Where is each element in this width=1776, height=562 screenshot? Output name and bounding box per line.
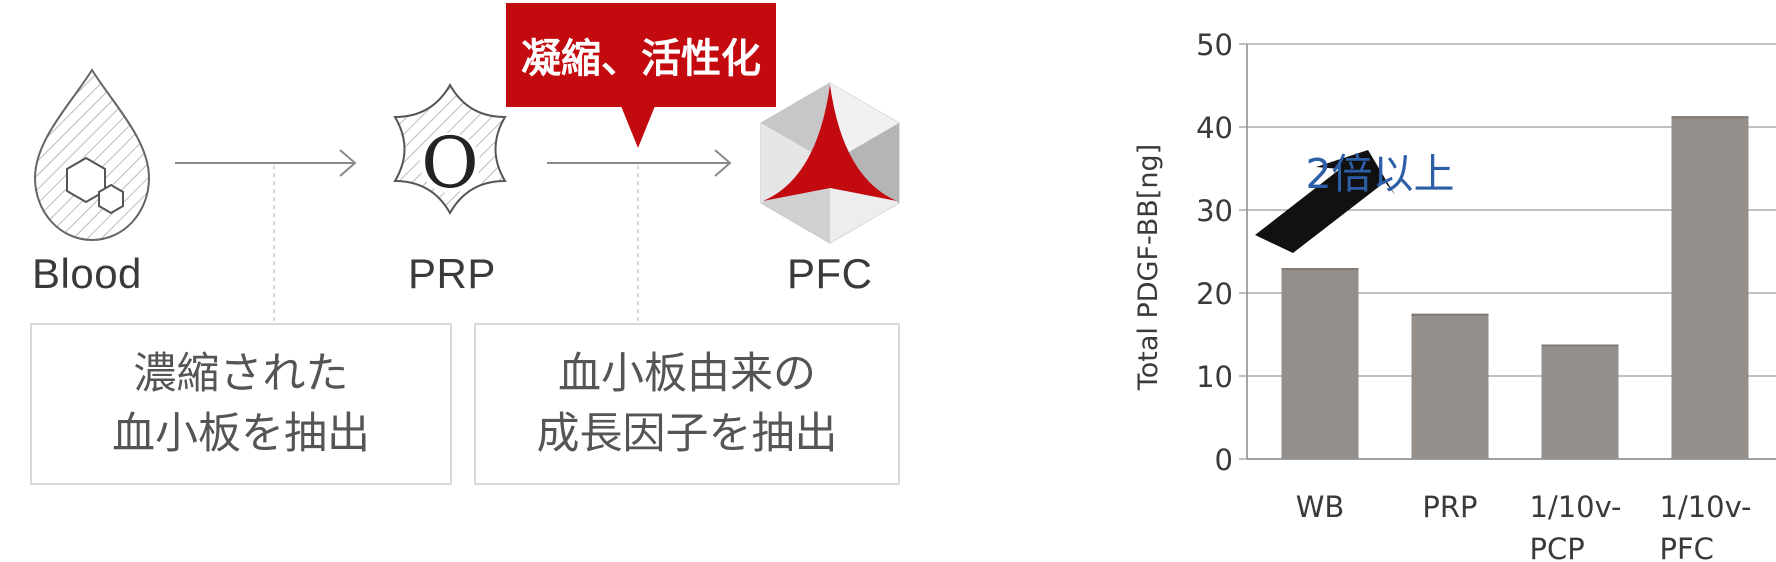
x-tick-label: PRP	[1422, 490, 1477, 524]
x-tick-label: 1/10v-	[1660, 490, 1752, 524]
bar	[1411, 313, 1489, 459]
bar	[1671, 116, 1749, 460]
y-tick-label: 0	[1215, 443, 1233, 477]
callout-tail	[621, 106, 655, 148]
info-box-1-line1: 濃縮された	[133, 349, 349, 399]
y-tick-label: 30	[1196, 194, 1233, 228]
diagram-graphics: O	[33, 68, 900, 323]
node-label-prp: PRP	[408, 250, 496, 297]
prp-star-icon	[393, 82, 507, 216]
y-tick-label: 10	[1196, 360, 1233, 394]
annotation-text: 2倍以上	[1305, 150, 1454, 198]
prp-symbol: O	[421, 122, 478, 204]
x-tick-label: PCP	[1530, 532, 1585, 562]
x-tick-label: WB	[1296, 490, 1345, 524]
info-box-1-line2: 血小板を抽出	[112, 409, 370, 459]
chart-svg: 0 10 20 30 40 50 WB PRP 1/10v- PCP 1/10v- PFC Tota…	[1133, 28, 1776, 562]
y-tick-label: 20	[1196, 277, 1233, 311]
info-box-2-line2: 成長因子を抽出	[536, 409, 838, 459]
info-box-2-line1: 血小板由来の	[558, 349, 816, 399]
info-box-1: 濃縮された 血小板を抽出	[30, 323, 452, 485]
process-diagram: O Blood PRP PFC 凝縮、活性化 濃縮された 血	[30, 3, 900, 485]
node-label-pfc: PFC	[787, 250, 873, 297]
x-tick-label: 1/10v-	[1530, 490, 1622, 524]
arrow-prp-to-pfc	[547, 149, 732, 177]
blood-drop-icon	[33, 68, 151, 242]
y-tick-label: 50	[1196, 28, 1233, 62]
arrow-blood-to-prp	[175, 149, 357, 177]
node-label-blood: Blood	[32, 250, 142, 297]
y-tick-label: 40	[1196, 111, 1233, 145]
pdgf-bar-chart: 0 10 20 30 40 50 WB PRP 1/10v- PCP 1/10v- PFC Tota…	[1110, 0, 1776, 562]
increase-arrow-icon	[1255, 150, 1395, 253]
y-axis-label: Total PDGF-BB[ng]	[1133, 144, 1164, 391]
callout-badge: 凝縮、活性化	[506, 3, 776, 107]
info-box-2: 血小板由来の 成長因子を抽出	[474, 323, 900, 485]
pfc-hexagon-icon	[760, 82, 900, 244]
bar	[1541, 344, 1619, 459]
x-tick-label: PFC	[1660, 532, 1714, 562]
bar	[1281, 268, 1359, 459]
